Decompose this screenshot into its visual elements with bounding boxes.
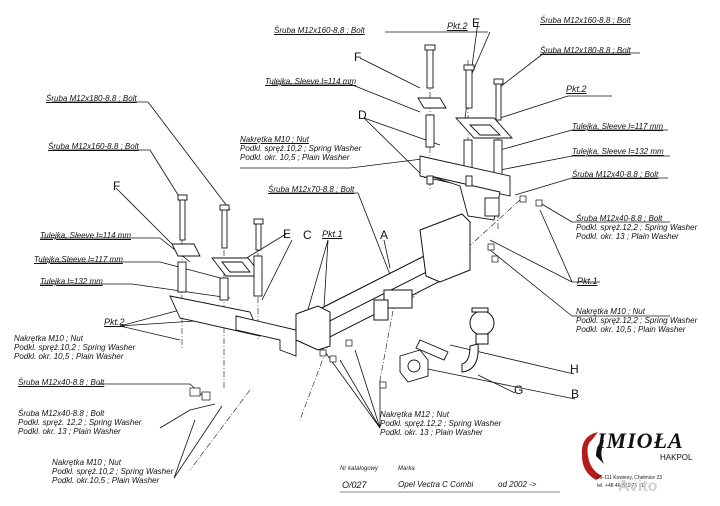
logo-address-line1: 96-111 Kowiesy, Chełmice 23 [597,475,663,481]
label-nut-m12-center-line3: Podkl. okr. 13 ; Plain Washer [380,428,483,437]
label-sleeve-117-left: Tulejka,Sleeve l=117 mm [34,255,123,264]
label-nut-m10-left-line1: Nakrętka M10 ; Nut [14,334,83,343]
label-nut-m12-center-line1: Nakrętka M12 ; Nut [380,410,449,419]
label-nut-m10-bottom: Nakrętka M10 ; Nut Podkl. spręż.10,2 ; S… [52,458,173,485]
label-bolt-m12x180-top-right: Śruba M12x180-8.8 ; Bolt [540,46,631,55]
label-pkt2-left: Pkt.2 [104,317,125,327]
part-letter-e-left: E [283,227,292,241]
label-pkt2-top: Pkt.2 [447,21,468,31]
part-letter-h: H [570,362,579,376]
part-letter-f-top: F [354,50,362,64]
logo-name: IMIOŁA [597,428,684,453]
label-pkt2-right: Pkt.2 [566,84,587,94]
footer-catalog-caption: Nr katalogowy [340,466,379,472]
label-nut-m10-left-line3: Podkl. okr. 10,5 ; Plain Washer [14,352,124,361]
label-bolt-m12x40-washers-right-line2: Podkl. spręż.12,2 ; Spring Washer [576,223,698,232]
label-nut-m10-top-line2: Podkl. spręż.10,2 ; Spring Washer [240,144,362,153]
label-sleeve-114-left: Tulejka, Sleeve l=114 mm [40,231,132,240]
label-bolt-m12x40-washers-right-line3: Podkl. okr. 13 ; Plain Washer [576,232,679,241]
left-bracket-assembly [169,194,297,357]
label-bolt-m12x160-top-right: Śruba M12x160-8.8 ; Bolt [540,16,631,25]
part-letter-a: A [380,228,389,242]
label-nut-m12-center: Nakrętka M12 ; Nut Podkl. spręż.12,2 ; S… [380,410,501,437]
label-bolt-m12x40-washers-left-line1: Śruba M12x40-8.8 ; Bolt [18,409,105,418]
part-letter-f-left: F [113,179,121,193]
label-nut-m10-top: Nakrętka M10 ; Nut Podkl. spręż.10,2 ; S… [240,135,361,162]
label-bolt-m12x70: Śruba M12x70-8.8 ; Bolt [268,185,355,194]
main-crossbar [295,213,472,351]
logo-address-line2: tel. +48 46 831 73 11 [597,483,644,489]
leader-lines [40,21,670,479]
label-sleeve-114-top: Tulejka, Sleeve l=114 mm [265,77,357,86]
label-nut-m10-bottom-line1: Nakrętka M10 ; Nut [52,458,121,467]
tow-ball [461,307,495,373]
label-nut-m10-top-line1: Nakrętka M10 ; Nut [240,135,309,144]
label-bolt-m12x40-washers-left-line3: Podkl. okr. 13 ; Plain Washer [18,427,121,436]
footer-car-model: Opel Vectra C Combi [398,480,474,489]
label-bolt-m12x160-top: Śruba M12x160-8.8 ; Bolt [274,26,365,35]
watermark: Avito [618,478,658,495]
label-sleeve-117-right: Tulejka, Sleeve l=117 mm [572,122,664,131]
label-pkt1-center: Pkt.1 [322,229,343,239]
part-letter-e-top: E [472,16,481,30]
socket-plate [399,339,449,383]
part-letter-g: G [514,383,524,397]
part-letter-d: D [358,108,367,122]
label-bolt-m12x40-right: Śruba M12x40-8.8 ; Bolt [572,170,659,179]
label-sleeve-132-right: Tulejka, Sleeve l=132 mm [572,147,664,156]
footer-catalog-value: O/027 [342,480,367,490]
label-bolt-m12x180-left: Śruba M12x180-8.8 ; Bolt [46,94,137,103]
label-nut-m10-right-line2: Podkl. spręż.12,2 ; Spring Washer [576,316,698,325]
label-pkt1-right: Pkt.1 [577,276,598,286]
part-letter-c: C [303,228,312,242]
part-letter-b: B [571,387,580,401]
right-bracket-assembly [417,44,514,221]
label-nut-m10-bottom-line3: Podkl. okr.10,5 ; Plain Washer [52,476,160,485]
label-nut-m10-right-line3: Podkl. okr. 10,5 ; Plain Washer [576,325,686,334]
footer-brand-caption: Marka [398,466,415,472]
label-bolt-m12x40-washers-left-line2: Podkl. spręż. 12,2 ; Spring Washer [18,418,142,427]
label-nut-m12-center-line2: Podkl. spręż.12,2 ; Spring Washer [380,419,502,428]
label-sleeve-132-left: Tulejka l=132 mm [40,277,103,286]
label-bolt-m12x40-washers-left: Śruba M12x40-8.8 ; Bolt Podkl. spręż. 12… [18,409,141,436]
label-nut-m10-left-line2: Podkl. spręż.10,2 ; Spring Washer [14,343,136,352]
label-nut-m10-bottom-line2: Podkl. spręż.10,2 ; Spring Washer [52,467,174,476]
label-bolt-m12x40-washers-right: Śruba M12x40-8.8 ; Bolt Podkl. spręż.12,… [576,214,697,241]
label-nut-m10-left: Nakrętka M10 ; Nut Podkl. spręż.10,2 ; S… [14,334,135,361]
imiola-logo-mark [581,432,604,480]
logo-sub: HAKPOL [660,453,693,462]
label-bolt-m12x40-left: Śruba M12x40-8.8 ; Bolt [18,378,105,387]
footer-year: od 2002 -> [498,480,537,489]
fasteners [189,195,543,401]
label-nut-m10-right: Nakrętka M10 ; Nut Podkl. spręż.12,2 ; S… [576,307,697,334]
label-nut-m10-right-line1: Nakrętka M10 ; Nut [576,307,645,316]
label-bolt-m12x160-left: Śruba M12x160-8.8 ; Bolt [48,142,139,151]
label-nut-m10-top-line3: Podkl. okr. 10,5 ; Plain Washer [240,153,350,162]
label-bolt-m12x40-washers-right-line1: Śruba M12x40-8.8 ; Bolt [576,214,663,223]
